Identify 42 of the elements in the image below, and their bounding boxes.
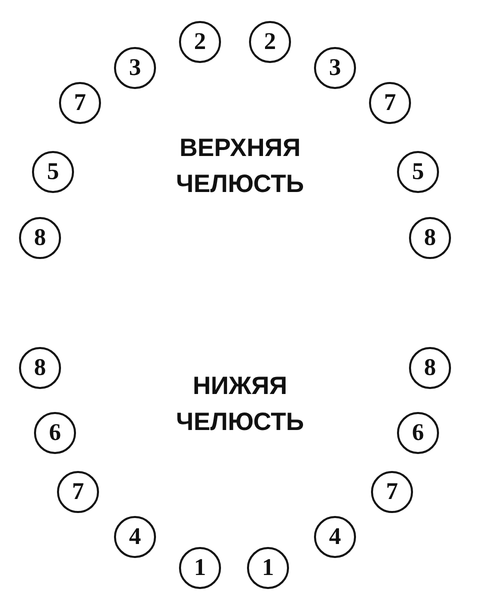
tooth-number: 5	[412, 160, 424, 184]
tooth-number: 8	[34, 226, 46, 250]
tooth-number: 5	[47, 160, 59, 184]
tooth-circle	[114, 516, 156, 558]
tooth-number: 1	[262, 556, 274, 580]
tooth-circle	[371, 471, 413, 513]
tooth-circle	[114, 47, 156, 89]
tooth-number: 2	[264, 30, 276, 54]
tooth-number: 4	[329, 525, 341, 549]
tooth-circle	[19, 217, 61, 259]
tooth-circle	[314, 47, 356, 89]
tooth-number: 2	[194, 30, 206, 54]
tooth-circle	[179, 547, 221, 589]
tooth-number: 4	[129, 525, 141, 549]
tooth-circle	[397, 412, 439, 454]
tooth-circle	[57, 471, 99, 513]
tooth-number: 7	[74, 91, 86, 115]
tooth-number: 6	[49, 421, 61, 445]
tooth-number: 7	[384, 91, 396, 115]
tooth-number: 6	[412, 421, 424, 445]
tooth-number: 8	[424, 226, 436, 250]
tooth-circle	[247, 547, 289, 589]
tooth-circle	[34, 412, 76, 454]
tooth-number: 3	[129, 56, 141, 80]
tooth-circle	[19, 347, 61, 389]
tooth-circle	[409, 217, 451, 259]
tooth-circle	[369, 82, 411, 124]
tooth-number: 8	[34, 356, 46, 380]
tooth-circle	[32, 151, 74, 193]
tooth-circle	[409, 347, 451, 389]
tooth-circle	[314, 516, 356, 558]
tooth-number: 1	[194, 556, 206, 580]
tooth-circle	[249, 21, 291, 63]
jaw-label: ВЕРХНЯЯ ЧЕЛЮСТЬ	[175, 133, 305, 200]
tooth-circle	[179, 21, 221, 63]
tooth-circle	[397, 151, 439, 193]
jaw-label: НИЖЯЯ ЧЕЛЮСТЬ	[175, 371, 305, 438]
tooth-number: 7	[386, 480, 398, 504]
tooth-number: 7	[72, 480, 84, 504]
tooth-number: 8	[424, 356, 436, 380]
tooth-number: 3	[329, 56, 341, 80]
tooth-circle	[59, 82, 101, 124]
